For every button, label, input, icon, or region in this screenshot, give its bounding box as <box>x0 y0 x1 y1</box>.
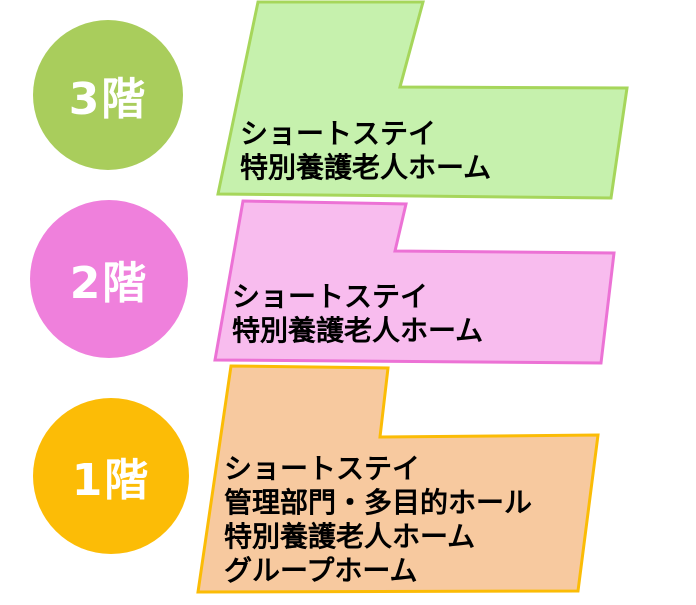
floor-2-facilities: ショートステイ 特別養護老人ホーム <box>232 280 483 348</box>
floor-1-badge: 1階 <box>33 398 189 554</box>
floor-3-shape <box>216 0 629 200</box>
facility-line: グループホーム <box>224 554 418 587</box>
facility-line: ショートステイ <box>232 280 429 313</box>
floor-3-badge: 3階 <box>33 20 183 170</box>
floor-2-shape <box>213 199 616 365</box>
floor-3-label: 3階 <box>68 74 148 125</box>
facility-line: 特別養護老人ホーム <box>232 314 484 347</box>
facility-line: ショートステイ <box>240 117 437 150</box>
floor-2-badge: 2階 <box>30 200 188 358</box>
floor-1-label: 1階 <box>71 455 151 506</box>
facility-line: 特別養護老人ホーム <box>240 151 492 184</box>
floor-1-facilities: ショートステイ 管理部門・多目的ホール 特別養護老人ホーム グループホーム <box>224 452 532 588</box>
facility-line: ショートステイ <box>224 452 421 485</box>
floor-1-shape <box>196 364 600 594</box>
facility-line: 管理部門・多目的ホール <box>224 486 533 519</box>
floor-2-label: 2階 <box>69 258 149 309</box>
facility-line: 特別養護老人ホーム <box>224 520 476 553</box>
floor-3-facilities: ショートステイ 特別養護老人ホーム <box>240 117 491 185</box>
